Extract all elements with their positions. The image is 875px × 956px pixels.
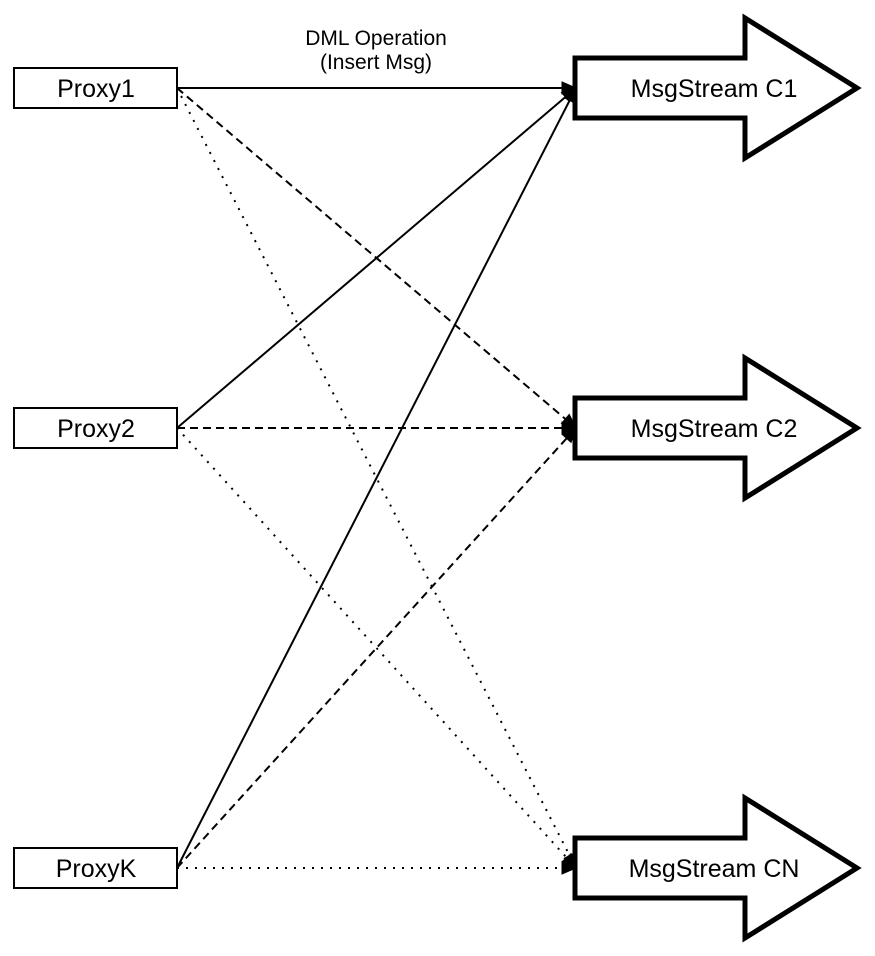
proxy1-box bbox=[13, 67, 178, 109]
msgstream-cn-node: MsgStream CN bbox=[572, 793, 862, 943]
proxy1-node: Proxy1 bbox=[13, 67, 178, 109]
msgstream-c2-label: MsgStream C2 bbox=[631, 415, 798, 443]
edge-proxyk-to-msgstream-c2 bbox=[176, 427, 577, 869]
msgstream-c1-node: MsgStream C1 bbox=[572, 13, 862, 163]
msgstream-c2-arrow-shape bbox=[572, 353, 862, 503]
msgstream-c1-label: MsgStream C1 bbox=[631, 75, 798, 103]
edges-layer bbox=[176, 81, 578, 875]
edge-proxyk-to-msgstream-c1 bbox=[176, 86, 577, 869]
edge-proxy1-to-msgstream-cn bbox=[176, 87, 577, 870]
msgstream-c1-arrow-shape bbox=[572, 13, 862, 163]
edge-label: DML Operation (Insert Msg) bbox=[305, 27, 447, 74]
proxy2-node: Proxy2 bbox=[13, 407, 178, 449]
proxyk-node: ProxyK bbox=[13, 847, 178, 889]
msgstream-c2-node: MsgStream C2 bbox=[572, 353, 862, 503]
proxyk-label: ProxyK bbox=[56, 855, 137, 883]
msgstream-cn-label: MsgStream CN bbox=[629, 855, 800, 883]
msgstream-cn-arrow-shape bbox=[572, 793, 862, 943]
edge-proxy2-to-msgstream-cn bbox=[176, 427, 577, 869]
proxy2-label: Proxy2 bbox=[57, 415, 135, 443]
edge-label-line2: (Insert Msg) bbox=[320, 51, 432, 74]
proxy1-label: Proxy1 bbox=[57, 75, 135, 103]
edge-label-line1: DML Operation bbox=[305, 27, 447, 50]
edge-proxy1-to-msgstream-c2 bbox=[176, 87, 577, 429]
